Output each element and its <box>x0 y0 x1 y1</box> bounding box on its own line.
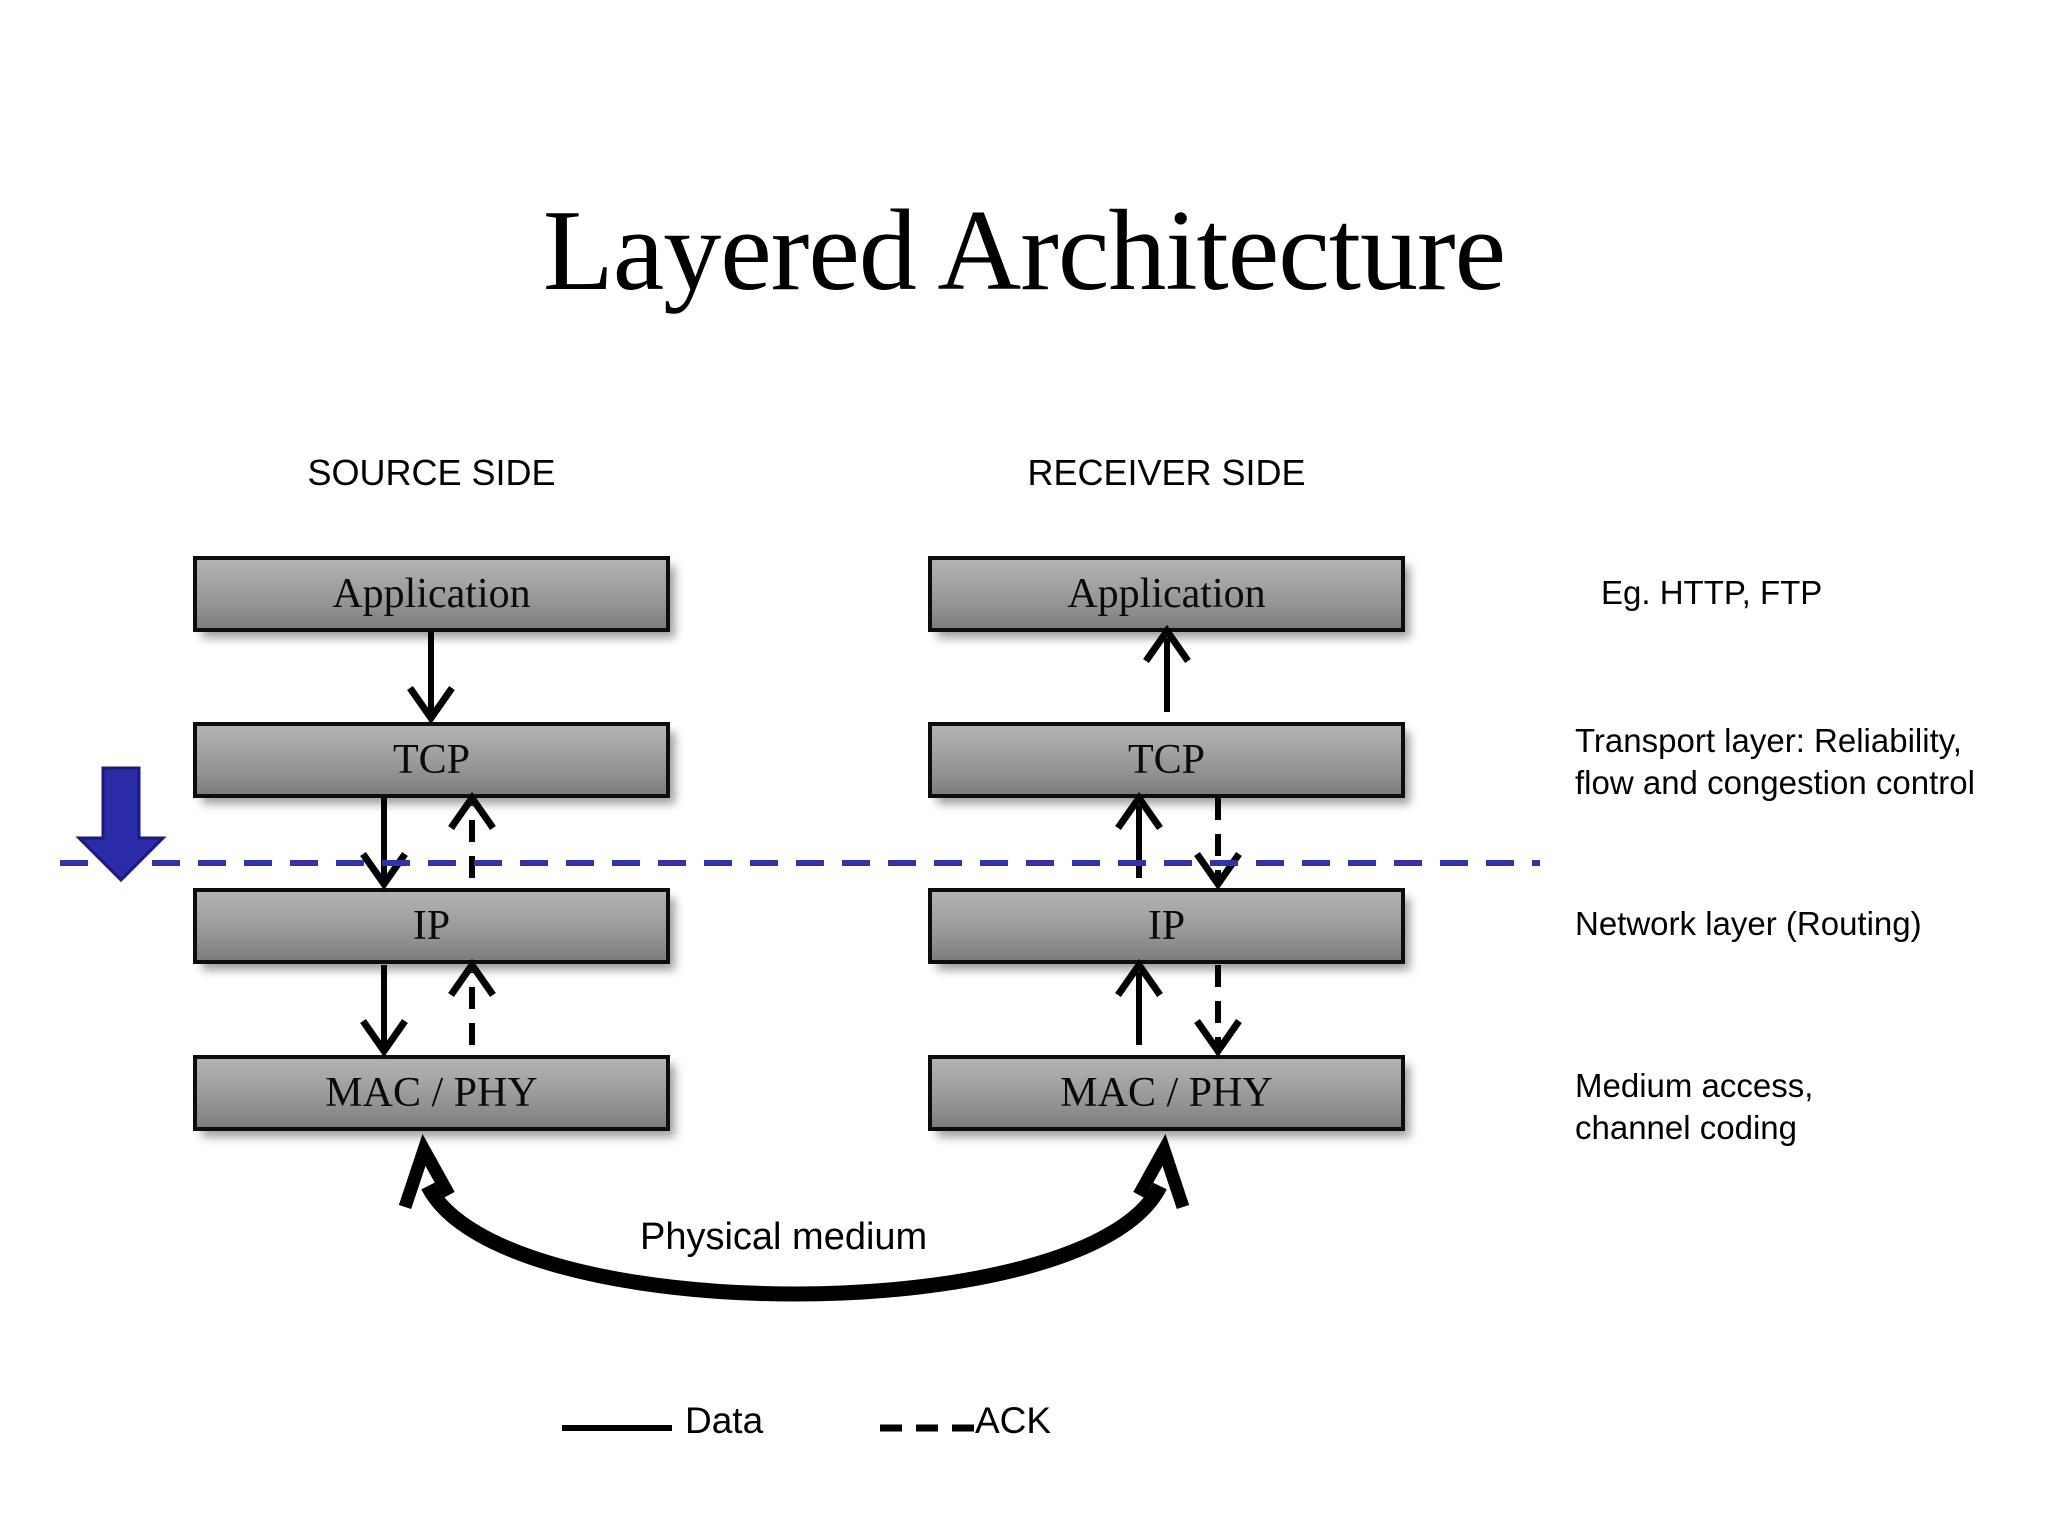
source-layer-box-mac-phy[interactable]: MAC / PHY <box>193 1055 670 1131</box>
source-layer-box-ip[interactable]: IP <box>193 888 670 964</box>
receiver-layer-box-ip[interactable]: IP <box>928 888 1405 964</box>
arrow-receiver-ip-to-mac-ack <box>1194 965 1242 1058</box>
legend-label-ack: ACK <box>975 1400 1052 1441</box>
arrow-source-mac-to-ip-ack <box>448 958 496 1045</box>
arrow-source-app-to-tcp-data <box>407 632 455 725</box>
arrow-receiver-tcp-to-app-data <box>1143 624 1191 712</box>
source-layer-box-tcp[interactable]: TCP <box>193 722 670 798</box>
annotation-application: Eg. HTTP, FTP <box>1601 574 1823 611</box>
physical-medium-label: Physical medium <box>640 1216 928 1258</box>
annotation-ip: Network layer (Routing) <box>1575 905 1922 942</box>
arrow-source-ip-to-tcp-ack <box>448 791 496 878</box>
page-title: Layered Architecture <box>542 187 1506 315</box>
legend-label-data: Data <box>685 1400 764 1441</box>
arrow-receiver-tcp-to-ip-ack <box>1194 798 1242 891</box>
source-layer-box-application[interactable]: Application <box>193 556 670 632</box>
receiver-layer-box-application[interactable]: Application <box>928 556 1405 632</box>
arrow-receiver-mac-to-ip-data <box>1115 958 1163 1045</box>
arrow-source-ip-to-mac-data <box>360 965 408 1058</box>
receiver-layer-box-mac-phy[interactable]: MAC / PHY <box>928 1055 1405 1131</box>
receiver-side-heading: RECEIVER SIDE <box>1027 452 1306 493</box>
receiver-layer-box-tcp[interactable]: TCP <box>928 722 1405 798</box>
blue-down-arrow-icon <box>75 766 167 883</box>
arrow-receiver-ip-to-tcp-data <box>1115 791 1163 878</box>
legend: Data ACK <box>545 1400 1105 1460</box>
annotation-tcp: Transport layer: Reliability, flow and c… <box>1575 722 1975 802</box>
arrow-source-tcp-to-ip-data <box>360 798 408 891</box>
annotation-mac-phy: Medium access, channel coding <box>1575 1067 1814 1147</box>
source-side-heading: SOURCE SIDE <box>307 452 556 493</box>
